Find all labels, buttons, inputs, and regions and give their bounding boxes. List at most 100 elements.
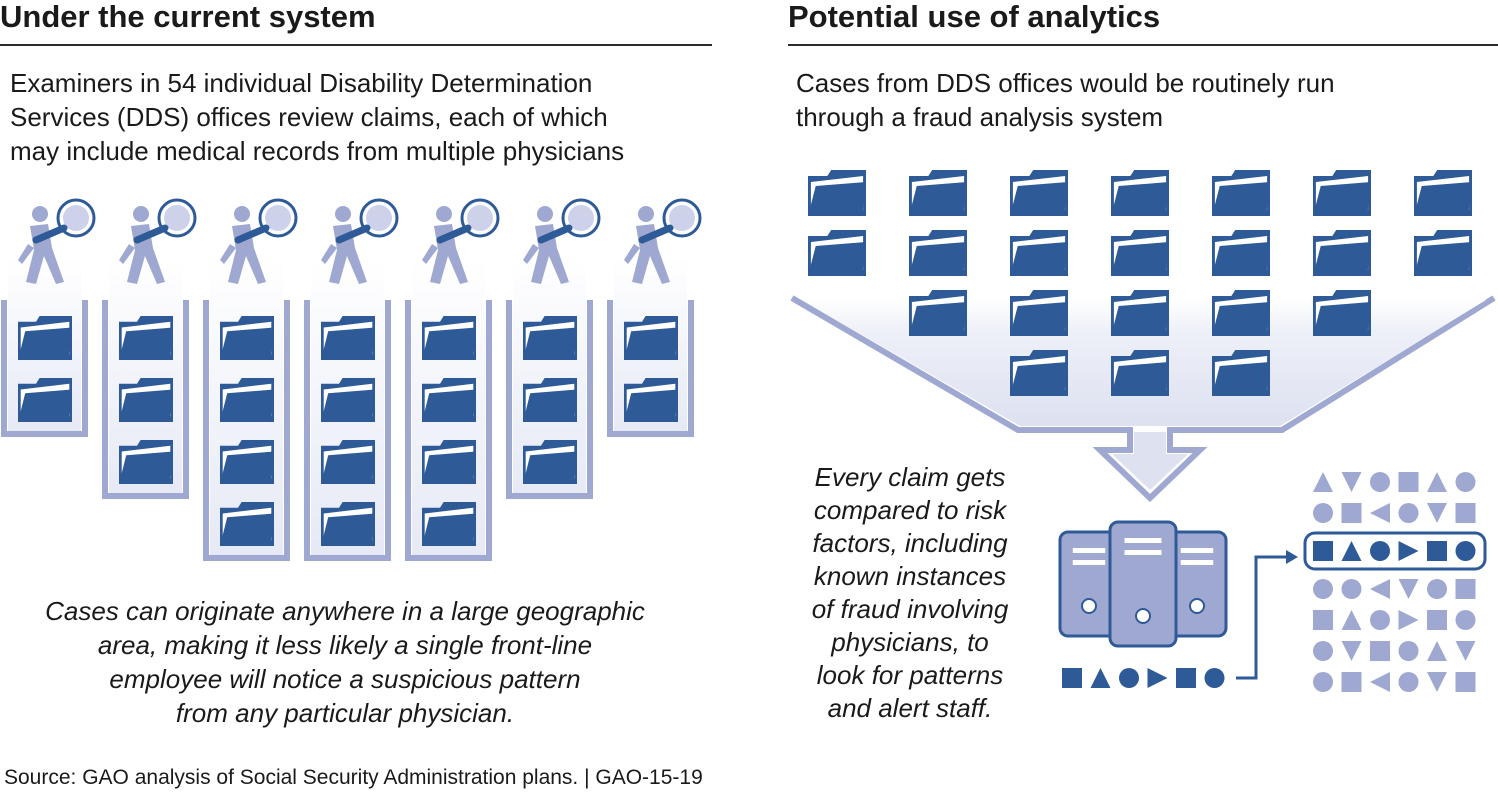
folder-icon (422, 440, 476, 484)
right-heading: Potential use of analytics (788, 0, 1161, 34)
folder-icon (1010, 290, 1068, 336)
link-arrow (1236, 555, 1290, 680)
folder-icon (119, 316, 173, 360)
triangle-up-glyph (1090, 668, 1111, 688)
folder-icon (808, 170, 866, 216)
triangle-down-glyph (1398, 579, 1419, 599)
folder-icon (624, 378, 678, 422)
examiner-icon (422, 198, 500, 284)
folder-icon (422, 502, 476, 546)
triangle-down-glyph (1341, 641, 1362, 661)
square-glyph (1455, 579, 1476, 599)
right-description-line: through a fraud analysis system (796, 102, 1164, 132)
right-note-line: and alert staff. (827, 693, 993, 723)
square-glyph (1176, 668, 1196, 688)
folder-icon (523, 440, 577, 484)
folder-icon (321, 440, 375, 484)
examiner-stacks (1, 198, 702, 561)
match-highlight (1303, 531, 1487, 571)
folder-icon (1010, 350, 1068, 396)
triangle-up-glyph (1427, 641, 1447, 661)
right-note-line: physicians, to (831, 627, 989, 657)
examiner-stack (607, 198, 702, 437)
right-note-line: known instances (813, 561, 1007, 591)
circle-glyph (1455, 472, 1476, 492)
circle-glyph (1119, 668, 1139, 688)
circle-glyph (1204, 668, 1225, 688)
left-description: Examiners in 54 individual Disability De… (10, 66, 624, 168)
folder-icon (220, 502, 274, 546)
right-note-line: compared to risk (813, 495, 1007, 525)
square-glyph (1341, 672, 1362, 692)
square-glyph (1313, 610, 1333, 630)
examiner-stack (304, 198, 399, 561)
left-note: Cases can originate anywhere in a large … (0, 594, 690, 730)
circle-glyph (1370, 610, 1390, 630)
examiner-icon (220, 198, 298, 284)
folder-icon (119, 378, 173, 422)
examiner-stack (506, 198, 601, 499)
arrow-head (1286, 550, 1298, 564)
folder-icon (18, 378, 72, 422)
right-note-line: look for patterns (816, 660, 1004, 690)
examiner-icon (321, 198, 399, 284)
triangle-right-glyph (1398, 610, 1419, 630)
left-description-line: Examiners in 54 individual Disability De… (10, 68, 593, 98)
circle-glyph (1398, 503, 1419, 523)
triangle-down-glyph (1455, 641, 1476, 661)
examiner-stack (203, 198, 298, 561)
folder-icon (1313, 230, 1371, 276)
left-heading-rule (0, 44, 712, 46)
folder-icon (220, 316, 274, 360)
circle-glyph (1370, 472, 1390, 492)
folder-icon (1414, 170, 1472, 216)
circle-glyph (1398, 641, 1419, 661)
square-glyph (1341, 503, 1362, 523)
triangle-left-glyph (1370, 672, 1390, 692)
triangle-up-glyph (1341, 610, 1362, 630)
folder-icon (1111, 170, 1169, 216)
square-glyph (1455, 672, 1476, 692)
left-note-line: employee will notice a suspicious patter… (109, 664, 581, 694)
examiner-stack (405, 198, 500, 561)
examiner-icon (119, 198, 197, 284)
circle-glyph (1370, 541, 1390, 561)
square-glyph (1427, 541, 1447, 561)
folder-icon (909, 290, 967, 336)
examiner-stack (102, 198, 197, 499)
risk-factor-grid (1303, 472, 1487, 692)
circle-glyph (1313, 672, 1333, 692)
folder-icon (1212, 230, 1270, 276)
right-heading-rule (788, 44, 1498, 46)
left-note-line: Cases can originate anywhere in a large … (45, 596, 645, 626)
folder-icon (1212, 290, 1270, 336)
right-note-line: factors, including (812, 528, 1008, 558)
folder-icon (321, 502, 375, 546)
examiner-icon (624, 198, 702, 284)
folder-icon (119, 440, 173, 484)
folder-icon (1010, 170, 1068, 216)
folder-icon (1111, 290, 1169, 336)
square-glyph (1398, 472, 1419, 492)
examiner-icon (523, 198, 601, 284)
examiner-stack (1, 198, 96, 437)
triangle-up-glyph (1341, 541, 1362, 561)
triangle-down-glyph (1427, 503, 1447, 523)
circle-glyph (1313, 641, 1333, 661)
folder-icon (1414, 230, 1472, 276)
fraud-analysis-servers (1058, 520, 1228, 648)
folder-icon (523, 378, 577, 422)
right-description: Cases from DDS offices would be routinel… (796, 66, 1335, 134)
folder-icon (220, 378, 274, 422)
square-glyph (1313, 541, 1333, 561)
folder-icon (422, 316, 476, 360)
circle-glyph (1313, 579, 1333, 599)
triangle-down-glyph (1427, 672, 1447, 692)
folder-icon (909, 230, 967, 276)
folder-icon (1010, 230, 1068, 276)
right-description-line: Cases from DDS offices would be routinel… (796, 68, 1335, 98)
claim-pattern-row (1062, 550, 1298, 688)
square-glyph (1427, 610, 1447, 630)
triangle-left-glyph (1370, 503, 1390, 523)
